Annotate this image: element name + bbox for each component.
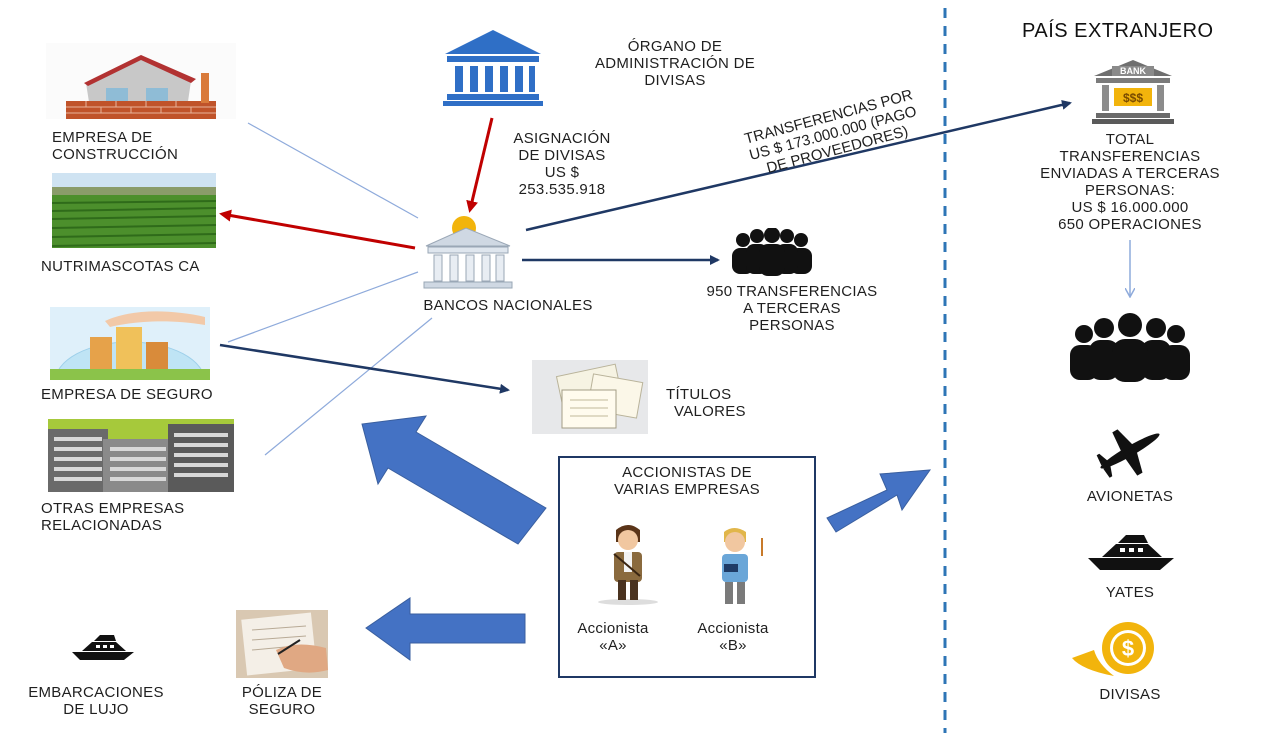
label-empresa-seguro: EMPRESA DE SEGURO: [41, 386, 213, 403]
foreign-bank-icon: BANK $$$: [1092, 58, 1174, 124]
label-yates: YATES: [1105, 584, 1155, 601]
arrow-seguro-titulos: [219, 343, 510, 394]
people-group-icon: [727, 228, 817, 276]
airplane-icon: [1090, 420, 1170, 482]
block-arrow-right-up: [826, 469, 932, 533]
line-otras-bancos: [264, 317, 433, 456]
arrow-asignacion: [466, 117, 494, 213]
label-nutrimascotas: NUTRIMASCOTAS CA: [41, 258, 200, 275]
arrow-bancos-nutrimascotas: [219, 209, 416, 250]
yacht-icon-left: [70, 632, 136, 662]
securities-certificate-image: [532, 360, 648, 434]
yacht-icon-right: [1086, 532, 1176, 572]
label-divisas: DIVISAS: [1099, 686, 1161, 703]
currency-coin-icon: $: [1068, 618, 1160, 680]
shareholders-box: [558, 456, 816, 678]
line-seguro-bancos: [227, 271, 419, 343]
shareholder-b-figure: [700, 526, 770, 608]
label-accionista-b: Accionista«B»: [697, 620, 769, 654]
label-total-transferencias: TOTAL TRANSFERENCIAS ENVIADAS A TERCERAS…: [1040, 131, 1220, 233]
arrow-bancos-extranjero: [525, 99, 1072, 232]
government-building-icon: [441, 28, 545, 106]
label-accionista-a: Accionista«A»: [577, 620, 649, 654]
label-bancos-nacionales: BANCOS NACIONALES: [423, 297, 593, 314]
line-construccion-bancos: [247, 122, 419, 219]
construction-image: [46, 43, 236, 119]
block-arrow-left: [365, 597, 526, 661]
people-group-icon-foreign: [1064, 312, 1196, 382]
insurance-policy-image: [236, 610, 328, 678]
farm-field-image: [52, 173, 216, 248]
label-avionetas: AVIONETAS: [1086, 488, 1174, 505]
national-bank-icon: [414, 210, 518, 294]
svg-text:$: $: [1122, 636, 1134, 661]
shareholder-a-figure: [592, 522, 664, 606]
insurance-building-image: [50, 307, 210, 380]
bank-sign-text: BANK: [1120, 66, 1146, 76]
foreign-country-title: PAÍS EXTRANJERO: [1022, 20, 1214, 42]
bank-money-text: $$$: [1123, 91, 1143, 105]
block-arrow-left-up: [361, 415, 547, 545]
related-companies-image: [48, 419, 234, 492]
